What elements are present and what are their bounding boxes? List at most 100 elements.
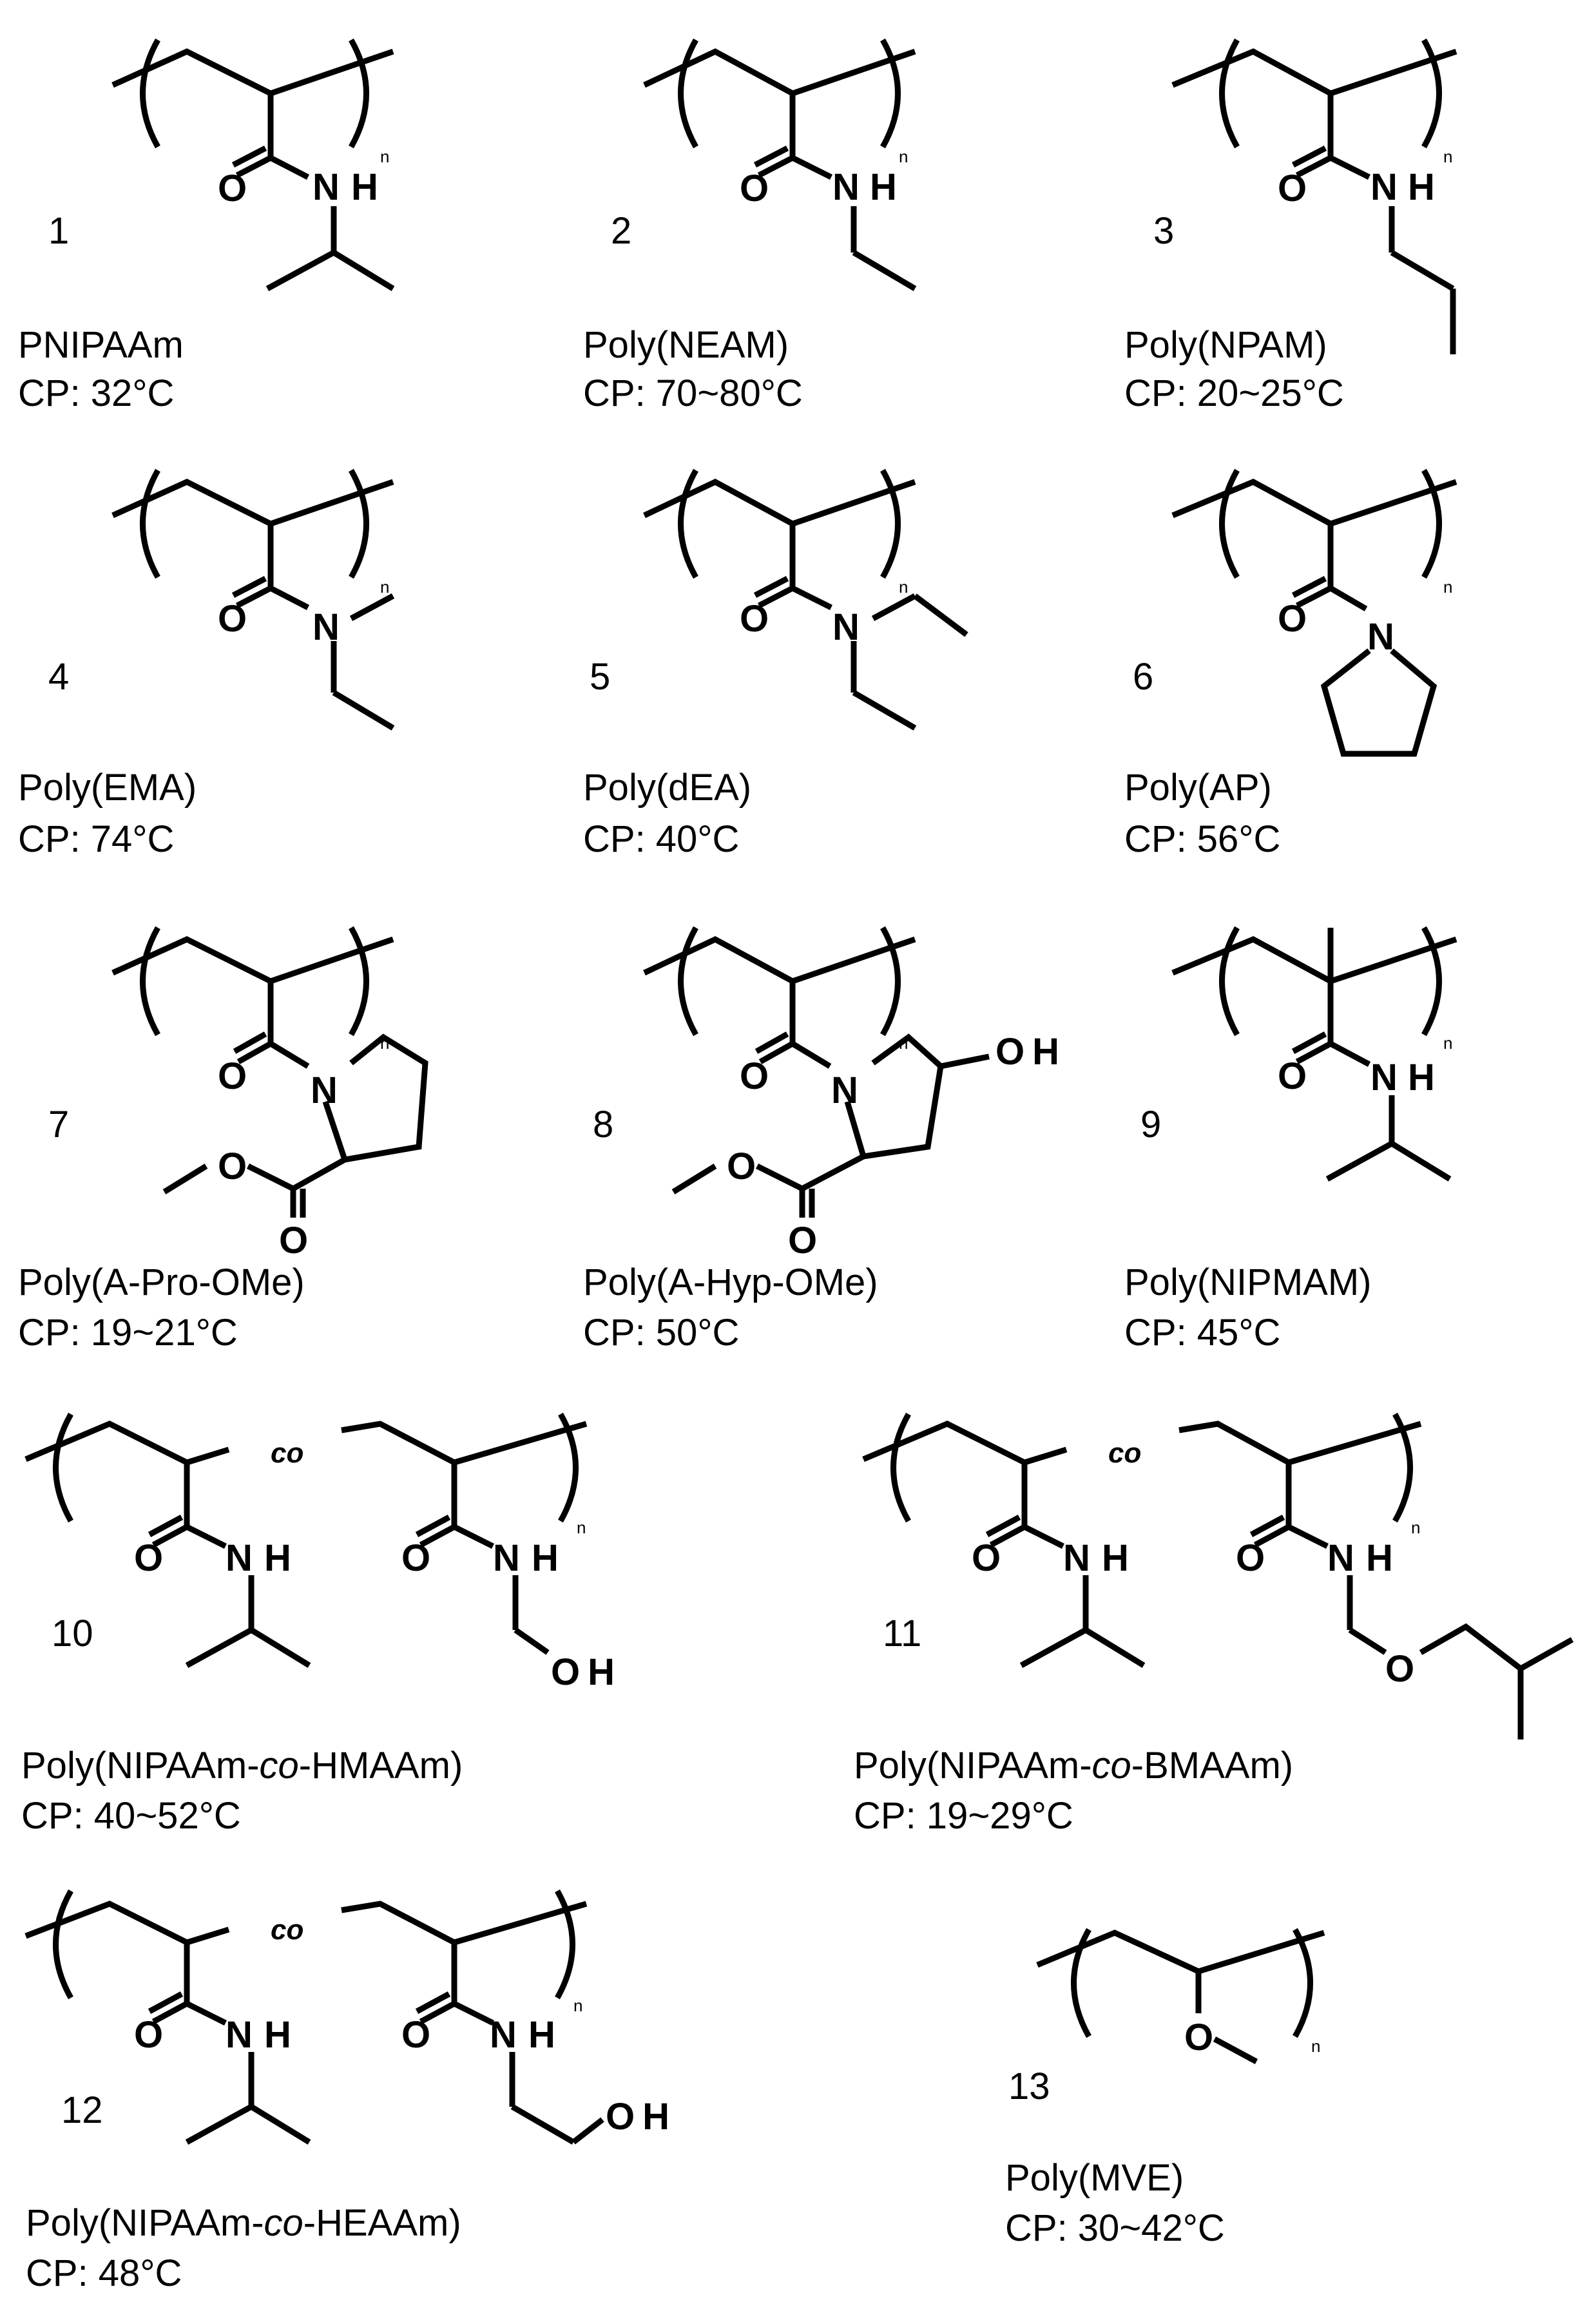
oxygen-atom: O [134,1537,163,1579]
nitrogen-atom: N [1370,166,1398,208]
nitrogen-atom: N [226,1537,253,1579]
polymer-name: Poly(MVE) [1005,2157,1184,2199]
polymer-name: Poly(dEA) [583,767,751,809]
repeat-subscript: n [1443,147,1452,166]
polymer-name: Poly(A-Hyp-OMe) [583,1261,878,1303]
hydrogen-atom: H [1408,166,1435,208]
oxygen-atom: O [401,2014,430,2056]
hydrogen-atom: H [264,1537,291,1579]
nitrogen-atom: N [311,1069,338,1111]
hydroxyl-group: OH [606,2096,677,2138]
structure-number: 5 [590,656,610,698]
hydrogen-atom: H [1408,1057,1435,1098]
cloud-point: CP: 32°C [18,372,174,414]
nitrogen-atom: N [226,2014,253,2056]
oxygen-atom: O [740,168,769,209]
structure-number: 3 [1153,210,1174,252]
hydrogen-atom: H [870,166,897,208]
oxygen-atom: O [218,168,247,209]
repeat-subscript: n [573,1996,582,2015]
oxygen-atom: O [1278,168,1307,209]
oxygen-atom: O [218,598,247,640]
cloud-point: CP: 30~42°C [1005,2207,1225,2249]
structure-6-poly-ap: O N n [1171,468,1457,757]
cloud-point: CP: 19~21°C [18,1312,238,1354]
oxygen-atom: O [279,1220,308,1261]
oxygen-atom: O [740,598,769,640]
structure-2-poly-neam: O N H n [643,38,917,291]
nitrogen-atom: N [312,606,340,648]
nitrogen-atom: N [490,2014,517,2056]
repeat-subscript: n [1411,1518,1420,1537]
cloud-point: CP: 45°C [1124,1312,1280,1354]
nitrogen-atom: N [312,166,340,208]
structure-number: 8 [593,1104,613,1145]
nitrogen-atom: N [1063,1537,1090,1579]
nitrogen-atom: N [1370,1057,1398,1098]
structure-8-poly-a-hyp-ome: O N OH O O n [643,926,1067,1261]
cloud-point: CP: 40°C [583,818,739,860]
cloud-point: CP: 40~52°C [21,1795,241,1837]
copolymer-label: co [271,1914,303,1946]
structure-number: 2 [611,210,631,252]
structure-10-poly-nipaam-co-hmaam: O N H co O N H OH n [24,1412,615,1693]
hydrogen-atom: H [351,166,378,208]
cloud-point: CP: 19~29°C [854,1795,1073,1837]
oxygen-atom: O [1236,1537,1265,1579]
polymer-name: Poly(EMA) [18,767,197,809]
structure-number: 13 [1008,2065,1050,2107]
structure-number: 11 [883,1613,921,1654]
structure-number: 6 [1133,656,1153,698]
nitrogen-atom: N [1327,1537,1354,1579]
hydrogen-atom: H [532,1537,559,1579]
oxygen-atom: O [1184,2017,1213,2058]
repeat-subscript: n [577,1518,586,1537]
oxygen-atom: O [788,1220,817,1261]
cloud-point: CP: 56°C [1124,818,1280,860]
repeat-subscript: n [899,577,908,597]
structure-11-poly-nipaam-co-bmaam: O N H co O N H O n [862,1412,1574,1739]
polymer-name: Poly(NIPAAm-co-BMAAm) [854,1745,1293,1787]
structure-1-pnipaam: O N H n [111,38,395,291]
polymer-name: Poly(NIPAAm-co-HMAAm) [21,1745,463,1787]
polymer-name: Poly(NIPAAm-co-HEAAm) [26,2202,461,2244]
structure-number: 12 [61,2089,103,2131]
cloud-point: CP: 50°C [583,1312,739,1354]
structure-13-poly-mve: O n [1036,1928,1325,2064]
oxygen-atom: O [727,1145,756,1187]
oxygen-atom: O [401,1537,430,1579]
cloud-point: CP: 48°C [26,2252,182,2294]
repeat-subscript: n [1443,577,1452,597]
polymer-name: Poly(A-Pro-OMe) [18,1261,305,1303]
polymer-name: Poly(NEAM) [583,324,789,366]
structure-number: 9 [1140,1104,1161,1145]
cloud-point: CP: 70~80°C [583,372,803,414]
copolymer-label: co [271,1437,303,1469]
repeat-subscript: n [380,577,389,597]
structure-number: 1 [48,210,69,252]
structure-number: 10 [52,1613,93,1654]
structure-7-poly-a-pro-ome: O N O O n [111,926,428,1261]
oxygen-atom: O [218,1145,247,1187]
oxygen-atom: O [134,2014,163,2056]
structure-5-poly-dea: O N n [643,468,968,731]
hydrogen-atom: H [1366,1537,1393,1579]
nitrogen-atom: N [832,166,860,208]
hydrogen-atom: H [264,2014,291,2056]
repeat-subscript: n [380,147,389,166]
oxygen-atom: O [1278,1055,1307,1097]
repeat-subscript: n [1443,1033,1452,1053]
structure-4-poly-ema: O N n [111,468,395,731]
polymer-name: PNIPAAm [18,324,184,366]
repeat-subscript: n [380,1033,389,1053]
hydrogen-atom: H [528,2014,555,2056]
hydroxyl-group: OH [995,1031,1067,1073]
oxygen-atom: O [1278,598,1307,640]
structure-number: 7 [48,1104,69,1145]
polymer-name: Poly(NPAM) [1124,324,1327,366]
repeat-subscript: n [899,1033,908,1053]
structure-number: 4 [48,656,69,698]
cloud-point: CP: 74°C [18,818,174,860]
oxygen-atom: O [740,1055,769,1097]
